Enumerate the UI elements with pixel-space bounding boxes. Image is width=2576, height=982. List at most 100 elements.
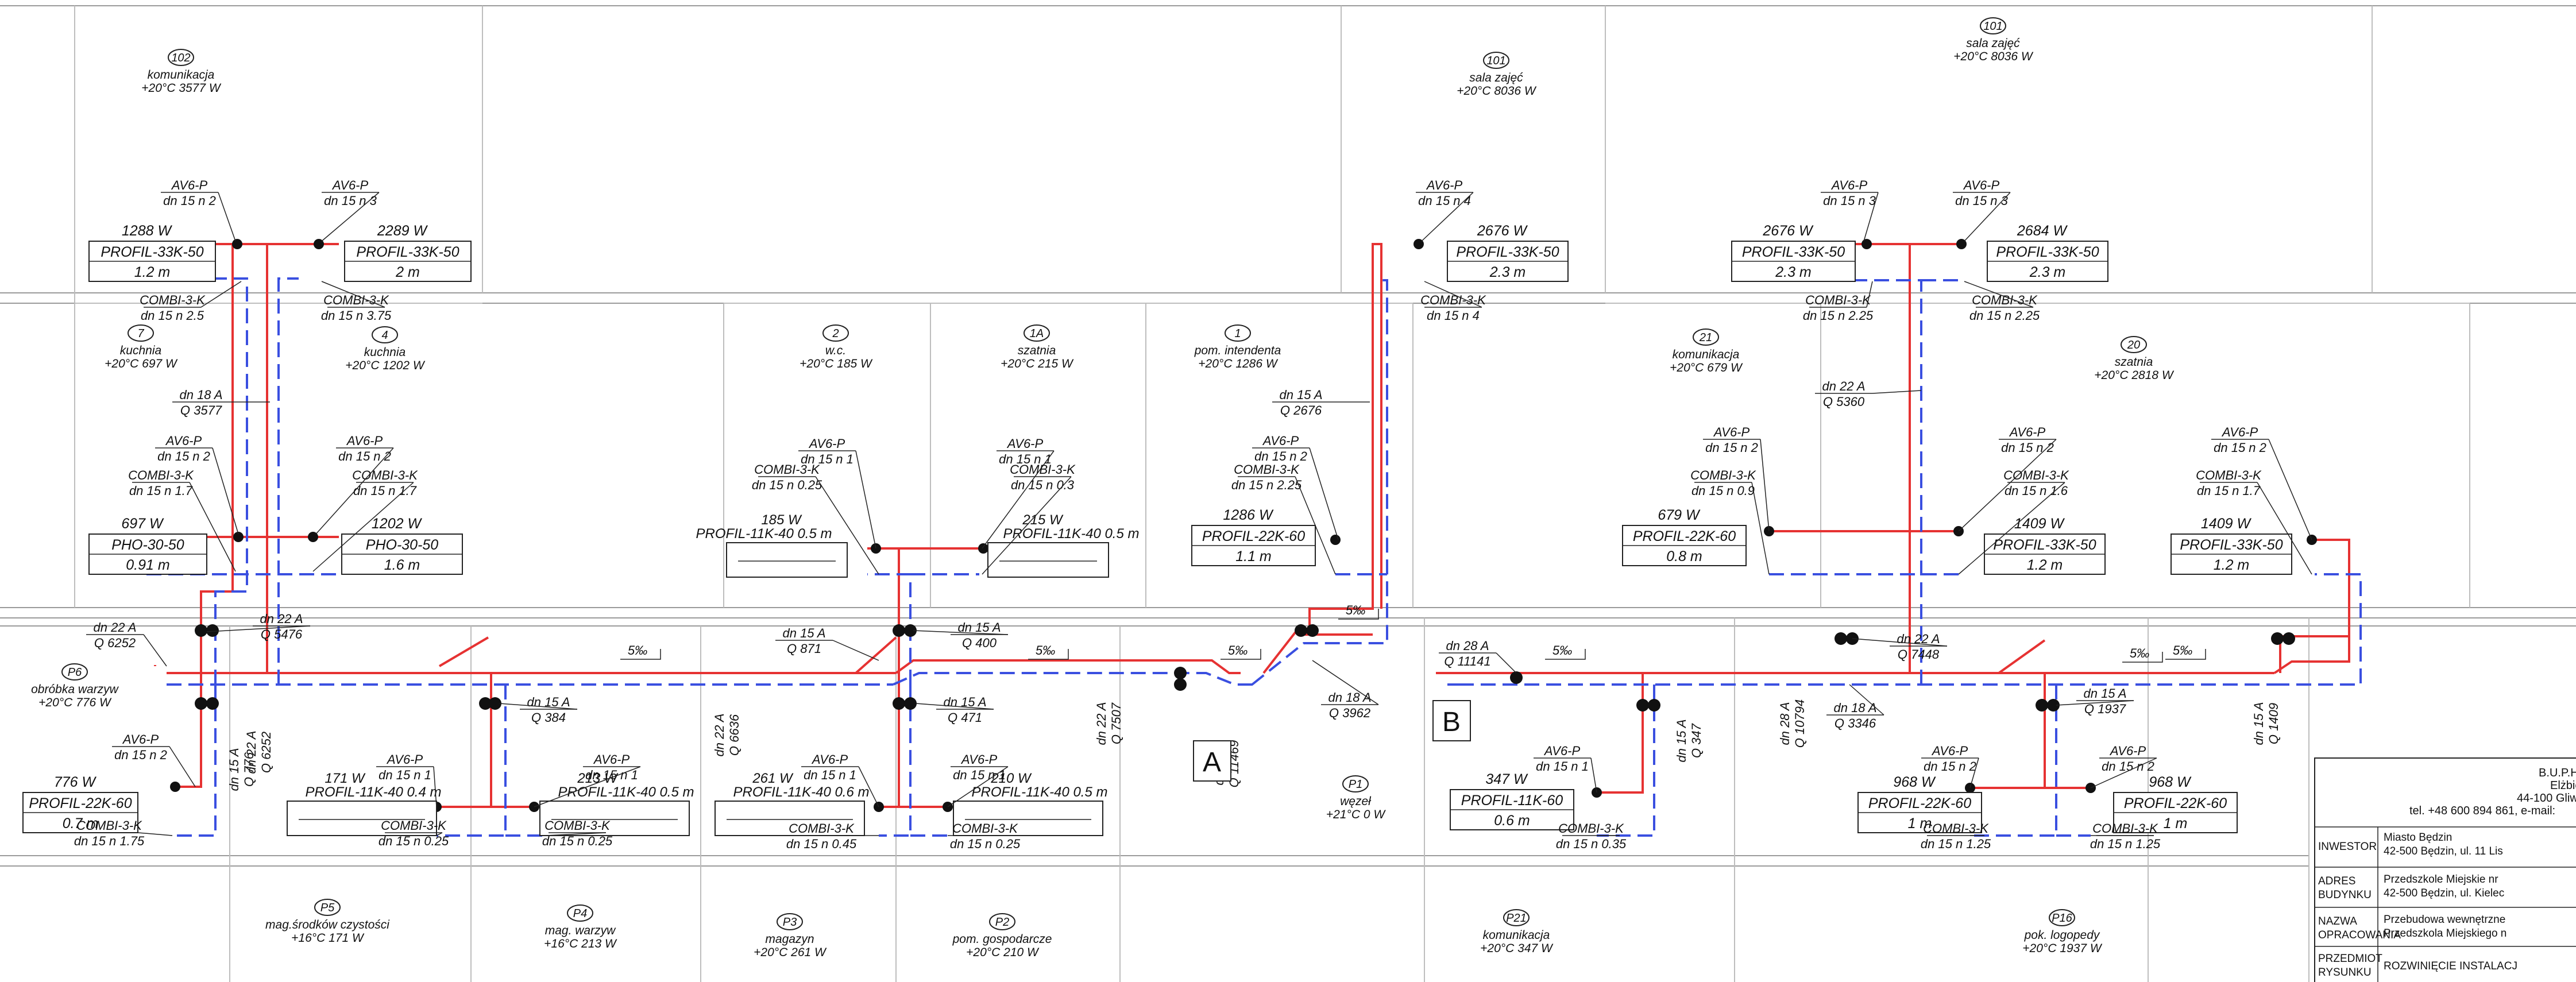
fitting-spec: dn 15 n 3 [1955,194,2009,208]
fitting-type: AV6-P [2009,425,2046,439]
fitting-label: COMBI-3-Kdn 15 n 1.7 [2196,468,2312,575]
fitting-spec: Q 384 [531,710,566,725]
fitting-type: dn 18 A [179,388,222,402]
slope-value: 5‰ [1552,643,1572,658]
investor-address: 42-500 Będzin, ul. 11 Lis [2384,845,2503,857]
marker-a: A [1193,740,1231,782]
room-number: P21 [1506,912,1527,925]
room-name: kuchnia [364,346,405,359]
slope-value: 5‰ [2173,643,2192,658]
fitting-type: COMBI-3-K [1010,462,1076,477]
project-value: Przebudowa wewnętrzne [2384,914,2505,926]
radiator-power: 1288 W [122,223,173,239]
room-number-oval [1980,17,2006,34]
fitting-type: COMBI-3-K [544,818,611,833]
room-temp: +20°C 261 W [754,946,827,959]
fitting-label: AV6-Pdn 15 n 2 [1703,425,1770,532]
fitting-type: AV6-P [811,752,848,767]
fitting-label: COMBI-3-Kdn 15 n 2.25 [1231,462,1336,575]
radiator-power: 347 W [1485,771,1528,787]
fitting-spec: Q 11141 [1444,654,1490,668]
fitting-label: dn 15 AQ 871 [775,626,879,661]
fitting-label: COMBI-3-Kdn 15 n 1.25 [1921,821,1991,851]
fitting-spec: dn 15 n 3 [1823,194,1876,208]
fitting-type: COMBI-3-K [1923,821,1989,836]
fitting-spec: dn 15 n 2.5 [141,308,204,323]
fitting-spec: dn 15 n 4 [1427,308,1480,323]
radiator-model: PROFIL-11K-40 0.5 m [558,784,694,800]
fitting-label: COMBI-3-Kdn 15 n 3.75 [321,281,392,323]
room-temp: +20°C 215 W [1001,357,1074,370]
fitting-spec: Q 7448 [1898,647,1940,662]
fitting-type: dn 15 A [782,626,825,640]
radiator-model: PROFIL-33K-50 [1742,244,1845,260]
radiator-length: 1.1 m [1235,548,1272,565]
company-owner: Elżbieta O [2550,779,2576,792]
fitting-type: AV6-P [165,434,202,448]
fitting-label: dn 18 AQ 3346 [1826,684,1884,730]
project-value2: Przedszkola Miejskiego n [2384,927,2507,940]
slope-label: 5‰ [2165,643,2206,660]
vertical-q: Q 347 [1689,723,1704,758]
room-temp: +20°C 1202 W [345,359,426,372]
svg-text:B: B [1442,707,1461,737]
fitting-spec: dn 15 n 2 [1924,759,1976,774]
fitting-spec: Q 400 [962,636,997,650]
fitting-spec: Q 5360 [1823,395,1865,409]
radiator-model: PHO-30-50 [111,537,184,553]
fitting-type: COMBI-3-K [789,821,855,836]
room-name: sala zajęć [1469,71,1523,84]
room-name: komunikacja [1673,348,1740,361]
slope-label: 5‰ [1028,643,1069,660]
radiator-length: 1.2 m [2214,557,2250,573]
room-number: 102 [171,52,190,64]
room-number: P6 [68,666,82,679]
radiator-length: 2.3 m [1489,264,1526,280]
fitting-spec: dn 15 n 4 [1418,194,1471,208]
room-temp: +20°C 210 W [966,946,1040,959]
fitting-type: AV6-P [1006,436,1044,451]
fitting-type: AV6-P [331,178,369,192]
radiator-power: 776 W [54,774,97,790]
fitting-label: dn 22 AQ 5360 [1815,379,1922,409]
slope-label: 5‰ [1545,643,1586,660]
fitting-spec: Q 3577 [180,403,222,417]
radiator-model: PROFIL-33K-50 [1996,244,2099,260]
radiator-length: 1 m [1908,815,1932,832]
fitting-type: AV6-P [171,178,208,192]
radiator-model: PROFIL-22K-60 [1633,528,1736,544]
fitting-label: AV6-Pdn 15 n 4 [1416,178,1474,242]
room-name: pom. gospodarcze [952,933,1052,946]
radiator-power: 171 W [325,771,366,786]
slope-value: 5‰ [1346,603,1365,617]
vertical-dn: dn 15 A [1674,719,1689,762]
radiator-model: PROFIL-11K-40 0.5 m [1003,526,1140,542]
room-number-oval [314,899,341,916]
room-number: 101 [1983,20,2002,33]
room-number: P1 [1349,778,1362,791]
fitting-label: dn 15 AQ 471 [916,695,994,725]
fitting-spec: dn 15 n 2 [338,449,391,463]
fitting-type: COMBI-3-K [1558,821,1624,836]
fitting-type: COMBI-3-K [1234,462,1300,477]
room-temp: +20°C 679 W [1670,361,1743,374]
room-name: obróbka warzyw [31,683,119,696]
fitting-type: COMBI-3-K [2196,468,2262,482]
radiator-power: 1286 W [1223,507,1274,523]
room-temp: +20°C 697 W [105,357,178,370]
room-number-oval [567,904,593,922]
room-number-oval [2121,336,2147,353]
fitting-spec: Q 871 [787,641,821,656]
fitting-label: dn 28 AQ 11141 [1439,639,1517,674]
fitting-spec: dn 15 n 2 [157,449,210,463]
room-number: 21 [1699,331,1712,344]
